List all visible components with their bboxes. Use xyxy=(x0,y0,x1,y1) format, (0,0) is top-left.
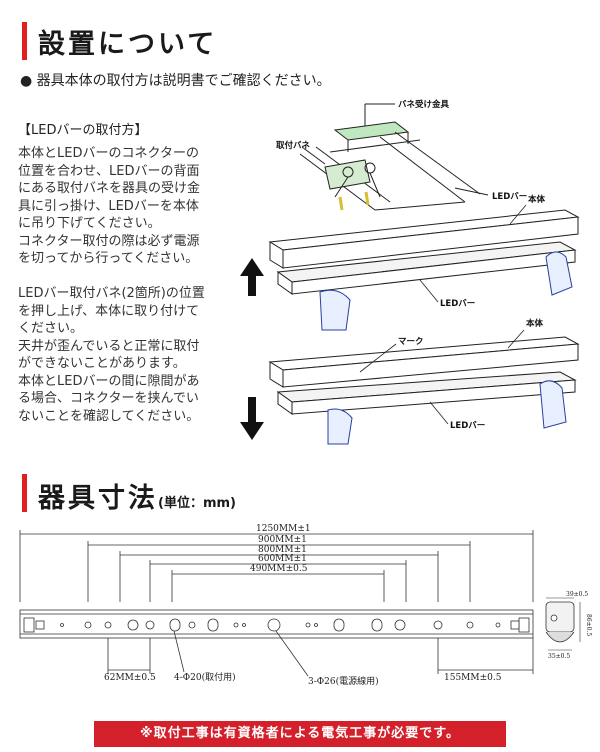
hands-lower xyxy=(327,380,567,445)
dim-holes-26: 3-Φ26(電源線用) xyxy=(308,675,379,687)
dim-62: 62MM±0.5 xyxy=(104,673,156,683)
hands-upper xyxy=(319,251,573,331)
fixture-plan-view xyxy=(19,609,534,639)
label-body-bottom: 本体 xyxy=(526,318,544,329)
label-led-bar-mid: LEDバー xyxy=(440,298,475,309)
warning-banner: ※取付工事は有資格者による電気工事が必要です。 xyxy=(94,721,506,747)
spring-detail xyxy=(299,103,489,211)
section-accent-bar-dimensions xyxy=(22,474,27,512)
dim-side-height: 86±0.5 xyxy=(585,614,592,636)
dim-490: 490MM±0.5 xyxy=(250,564,308,574)
label-mark: マーク xyxy=(398,336,424,347)
label-spring-receiver: バネ受け金具 xyxy=(398,99,450,110)
installation-note: ● 器具本体の取付方は説明書でご確認ください。 xyxy=(20,73,331,89)
dim-1250: 1250MM±1 xyxy=(256,524,311,534)
label-led-bar-bottom: LEDバー xyxy=(450,420,485,431)
instructions-para-2: LEDバー取付バネ(2箇所)の位置 を押し上げ、本体に取り付けて ください。 天… xyxy=(18,286,205,424)
section-accent-bar xyxy=(22,22,27,60)
instructions-para-1: 本体とLEDバーのコネクターの 位置を合わせ、LEDバーの背面 にある取付バネを… xyxy=(18,146,201,266)
led-bar-subheading: 【LEDバーの取付方】 xyxy=(18,123,148,138)
upper-fixture xyxy=(268,209,580,295)
arrow-down-icon xyxy=(240,397,264,440)
installation-diagram: バネ受け金具 取付バネ LEDバー 本体 LEDバー マーク 本体 LEDバー xyxy=(240,99,580,445)
section-title-installation: 設置について xyxy=(38,29,218,60)
side-profile xyxy=(545,601,575,643)
section-title-dimensions: 器具寸法(単位：mm) xyxy=(38,483,236,514)
lower-fixture xyxy=(268,336,580,415)
unit-label: (単位：mm) xyxy=(158,496,236,511)
arrow-up-icon xyxy=(240,258,264,296)
dim-900: 900MM±1 xyxy=(258,535,307,545)
dim-side-base: 35±0.5 xyxy=(548,653,570,660)
dimension-drawing: 1250MM±1 900MM±1 800MM±1 600MM±1 490MM±0… xyxy=(19,524,592,687)
dim-600: 600MM±1 xyxy=(258,554,307,564)
label-led-bar-top: LEDバー xyxy=(492,191,527,202)
label-mount-spring: 取付バネ xyxy=(276,140,311,151)
dim-side-width: 39±0.5 xyxy=(566,591,588,598)
label-body-top: 本体 xyxy=(528,194,546,205)
dim-800: 800MM±1 xyxy=(258,545,307,555)
dim-155: 155MM±0.5 xyxy=(444,673,502,683)
dim-holes-20: 4-Φ20(取付用) xyxy=(174,672,236,683)
